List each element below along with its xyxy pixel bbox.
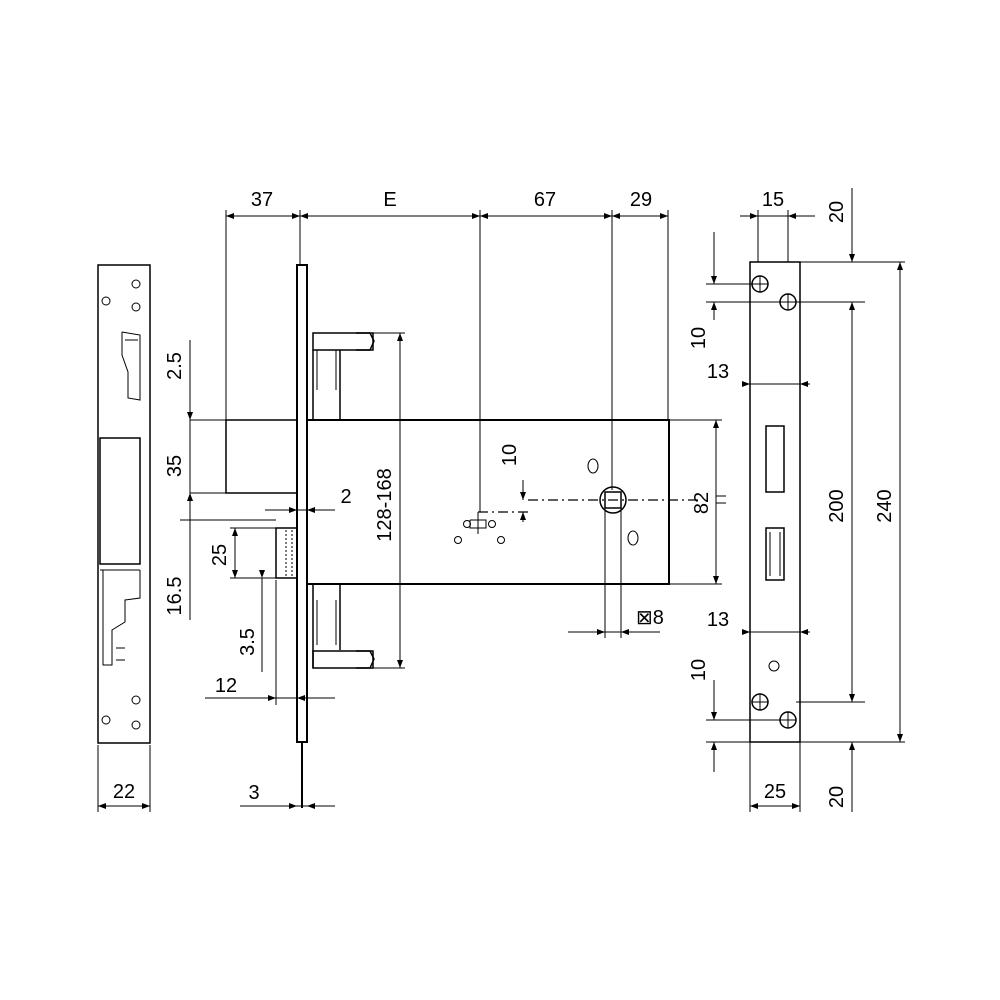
dimension-13-top: 13 bbox=[707, 361, 729, 383]
dimension-15: 15 bbox=[762, 189, 784, 211]
dimension-10-cylinder: 10 bbox=[499, 444, 521, 466]
dimension-10-top: 10 bbox=[688, 327, 710, 349]
dimension-22: 22 bbox=[113, 781, 135, 803]
dimension-82: 82 bbox=[691, 492, 713, 514]
dimension-2: 2 bbox=[340, 486, 351, 508]
dimension-67: 67 bbox=[534, 189, 556, 211]
dimension-3: 3 bbox=[248, 782, 259, 804]
dimension-200: 200 bbox=[826, 489, 848, 522]
dimension-37: 37 bbox=[251, 189, 273, 211]
dimension-3-5: 3.5 bbox=[237, 628, 259, 656]
dimension-16-5: 16.5 bbox=[164, 577, 186, 616]
dimension-35: 35 bbox=[164, 455, 186, 477]
dimension-13-bottom: 13 bbox=[707, 609, 729, 631]
dimension-20-top: 20 bbox=[826, 201, 848, 223]
strike-dimension-lines bbox=[706, 188, 905, 812]
dimension-240: 240 bbox=[874, 489, 896, 522]
dimension-29: 29 bbox=[630, 189, 652, 211]
faceplate-side-view: 22 bbox=[97, 264, 151, 812]
dimension-E: E bbox=[383, 189, 396, 211]
dimension-square-8: ⊠8 bbox=[636, 607, 664, 629]
dimension-12: 12 bbox=[215, 675, 237, 697]
dimension-20-bottom: 20 bbox=[826, 786, 848, 808]
dimension-25-strike: 25 bbox=[764, 781, 786, 803]
strike-plate-view bbox=[749, 261, 801, 743]
dimension-128-168: 128-168 bbox=[374, 468, 396, 541]
dimension-10-bottom: 10 bbox=[688, 659, 710, 681]
dimension-25: 25 bbox=[209, 544, 231, 566]
center-dimension-lines bbox=[180, 210, 726, 809]
dimension-2-5: 2.5 bbox=[164, 352, 186, 380]
lock-body-view bbox=[190, 264, 700, 808]
